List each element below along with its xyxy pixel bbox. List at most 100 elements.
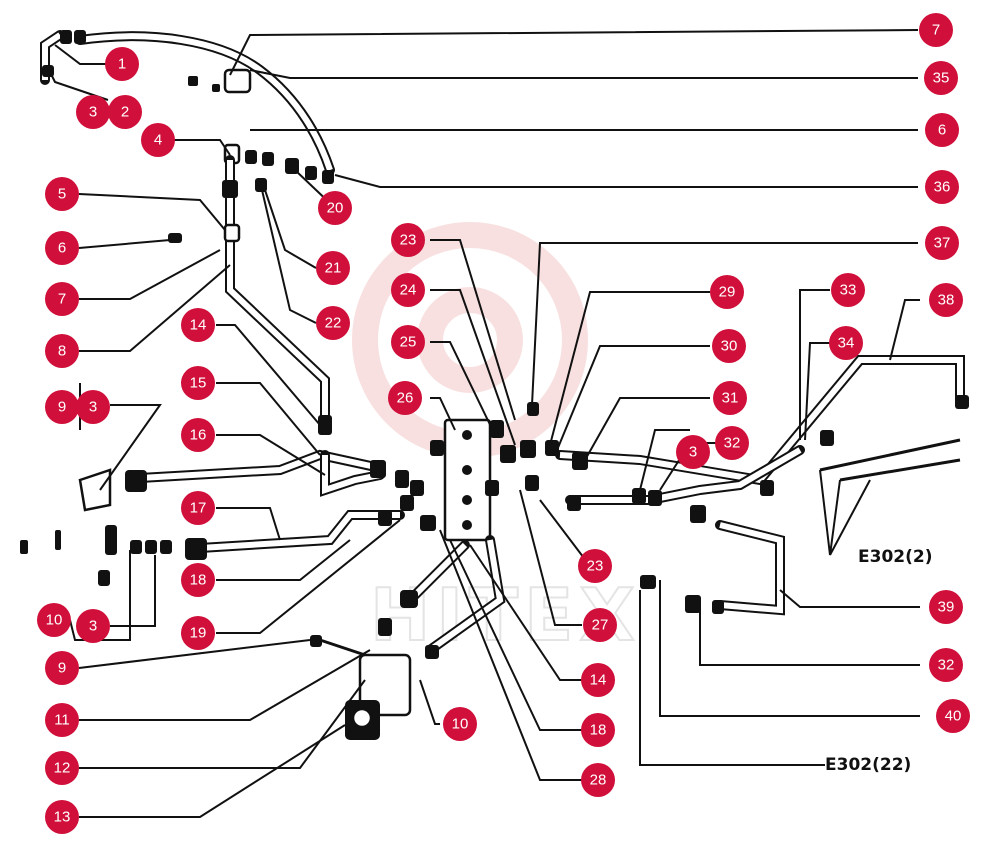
callout-bubble: [929, 283, 963, 317]
callout-number: 19: [190, 625, 207, 642]
callout-bubble: [581, 713, 615, 747]
callout-number: 8: [58, 343, 66, 360]
callout-8: 8: [45, 334, 79, 368]
callout-3: 3: [76, 390, 110, 424]
callout-number: 9: [58, 660, 66, 677]
callout-number: 23: [587, 558, 604, 575]
callout-number: 39: [938, 599, 955, 616]
callout-22: 22: [316, 306, 350, 340]
callout-bubble: [181, 491, 215, 525]
callout-bubble: [581, 763, 615, 797]
callout-13: 13: [45, 800, 79, 834]
callout-17: 17: [181, 491, 215, 525]
callout-10: 10: [37, 603, 71, 637]
callout-24: 24: [391, 273, 425, 307]
callout-bubble: [710, 275, 744, 309]
callout-34: 34: [829, 326, 863, 360]
callout-bubble: [45, 390, 79, 424]
callout-number: 3: [89, 399, 97, 416]
callout-bubble: [45, 231, 79, 265]
callout-number: 3: [89, 104, 97, 121]
callout-31: 31: [713, 381, 747, 415]
callout-bubble: [391, 325, 425, 359]
callout-10: 10: [443, 707, 477, 741]
callout-bubble: [181, 366, 215, 400]
callout-21: 21: [316, 251, 350, 285]
callout-bubble: [316, 306, 350, 340]
callout-number: 32: [724, 435, 741, 452]
callout-bubble: [676, 435, 710, 469]
callout-15: 15: [181, 366, 215, 400]
callout-number: 12: [54, 760, 71, 777]
callout-3: 3: [76, 95, 110, 129]
callout-number: 27: [592, 617, 609, 634]
callout-number: 7: [58, 291, 66, 308]
callout-bubble: [578, 549, 612, 583]
callout-number: 2: [121, 104, 129, 121]
callout-number: 35: [933, 70, 950, 87]
callout-bubble: [919, 13, 953, 47]
callout-39: 39: [929, 590, 963, 624]
callout-number: 24: [400, 282, 417, 299]
callout-30: 30: [712, 329, 746, 363]
callout-bubble: [76, 95, 110, 129]
callout-40: 40: [936, 699, 970, 733]
callout-bubble: [391, 223, 425, 257]
callout-35: 35: [924, 61, 958, 95]
callout-number: 40: [945, 708, 962, 725]
callout-number: 23: [400, 232, 417, 249]
callout-5: 5: [45, 177, 79, 211]
callout-4: 4: [141, 123, 175, 157]
callout-number: 13: [54, 809, 71, 826]
callout-26: 26: [388, 381, 422, 415]
callout-3: 3: [76, 609, 110, 643]
callout-number: 17: [190, 500, 207, 517]
callout-number: 36: [934, 179, 951, 196]
callout-33: 33: [831, 273, 865, 307]
callout-number: 31: [722, 390, 739, 407]
callout-number: 18: [590, 722, 607, 739]
callout-number: 14: [590, 672, 607, 689]
callout-bubble: [76, 609, 110, 643]
callout-38: 38: [929, 283, 963, 317]
callout-bubble: [388, 381, 422, 415]
callout-14: 14: [581, 663, 615, 697]
callout-bubble: [45, 751, 79, 785]
callout-bubble: [583, 608, 617, 642]
pipework: [20, 30, 969, 740]
callout-18: 18: [181, 563, 215, 597]
callout-6: 6: [45, 231, 79, 265]
callout-7: 7: [45, 282, 79, 316]
callout-bubble: [316, 251, 350, 285]
callout-16: 16: [181, 418, 215, 452]
callout-number: 32: [938, 657, 955, 674]
callout-number: 5: [58, 186, 66, 203]
callout-number: 6: [58, 240, 66, 257]
callout-number: 7: [932, 22, 940, 39]
callout-bubble: [936, 699, 970, 733]
callout-bubble: [715, 426, 749, 460]
callout-bubble: [45, 282, 79, 316]
callout-23: 23: [391, 223, 425, 257]
callout-number: 16: [190, 427, 207, 444]
callout-number: 26: [397, 390, 414, 407]
callout-bubble: [108, 95, 142, 129]
callout-number: 6: [938, 122, 946, 139]
reference-label-e302-2: E302(2): [858, 547, 932, 567]
callout-number: 18: [190, 572, 207, 589]
callout-bubble: [713, 381, 747, 415]
callout-bubble: [712, 329, 746, 363]
callout-number: 1: [118, 56, 126, 73]
callout-27: 27: [583, 608, 617, 642]
callout-32: 32: [929, 648, 963, 682]
reference-label-e302-22: E302(22): [825, 755, 911, 775]
callout-bubble: [141, 123, 175, 157]
callout-32: 32: [715, 426, 749, 460]
callout-3: 3: [676, 435, 710, 469]
leader-lines: [49, 29, 920, 818]
callout-number: 4: [154, 132, 162, 149]
callout-25: 25: [391, 325, 425, 359]
callout-2: 2: [108, 95, 142, 129]
callout-number: 15: [190, 375, 207, 392]
